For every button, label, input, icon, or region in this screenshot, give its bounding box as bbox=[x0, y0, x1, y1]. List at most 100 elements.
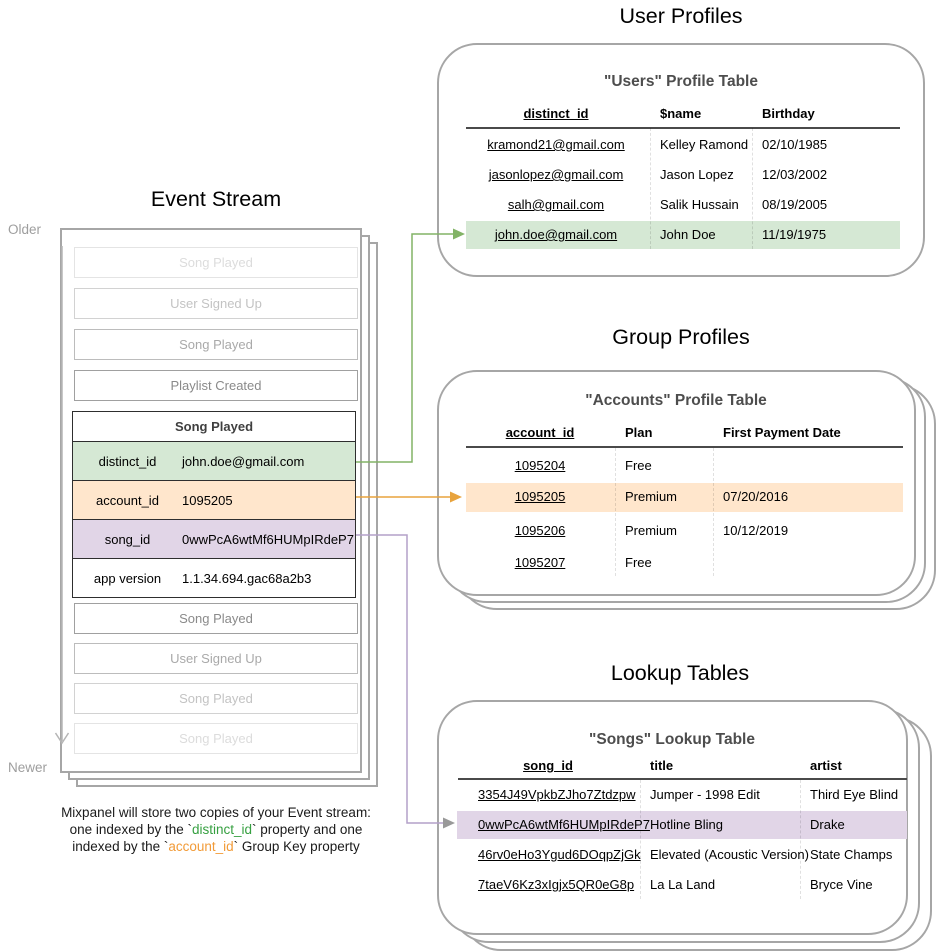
event-box: Song Played bbox=[74, 683, 358, 714]
property-key: app version bbox=[93, 570, 162, 586]
older-label: Older bbox=[8, 222, 42, 237]
songs-song-id: 46rv0eHo3Ygud6DOqpZjGk bbox=[478, 847, 641, 862]
users-column-separator bbox=[752, 128, 753, 249]
accounts-plan: Premium bbox=[625, 523, 678, 538]
event-box: Playlist Created bbox=[74, 370, 358, 401]
users-col-distinct-id: distinct_id bbox=[523, 106, 589, 121]
songs-col-song-id: song_id bbox=[523, 758, 573, 773]
lookup-tables-title: Lookup Tables bbox=[610, 661, 750, 685]
users-row: salh@gmail.com Salik Hussain 08/19/2005 bbox=[437, 191, 925, 219]
caption-line2-pre: one indexed by the ` bbox=[69, 822, 192, 838]
accounts-row: 1095207 Free bbox=[437, 549, 916, 577]
songs-column-separator bbox=[640, 780, 641, 899]
users-name: John Doe bbox=[660, 227, 716, 242]
songs-artist: Bryce Vine bbox=[810, 877, 873, 892]
event-box: Song Played bbox=[74, 247, 358, 278]
users-name: Jason Lopez bbox=[660, 167, 734, 182]
users-distinct-id: jasonlopez@gmail.com bbox=[488, 167, 624, 182]
caption-line3-post: ` Group Key property bbox=[233, 839, 360, 855]
songs-song-id: 7taeV6Kz3xIgjx5QR0eG8p bbox=[478, 877, 635, 892]
songs-artist: Third Eye Blind bbox=[810, 787, 899, 802]
songs-col-artist: artist bbox=[810, 758, 842, 773]
footnote-caption: Mixpanel will store two copies of your E… bbox=[36, 804, 396, 856]
accounts-col-plan: Plan bbox=[625, 425, 653, 440]
event-property-row-account-id: account_id 1095205 bbox=[73, 480, 355, 519]
users-row: kramond21@gmail.com Kelley Ramond 02/10/… bbox=[437, 131, 925, 159]
songs-artist: State Champs bbox=[810, 847, 893, 862]
users-distinct-id: salh@gmail.com bbox=[507, 197, 605, 212]
songs-highlight-row bbox=[457, 811, 907, 839]
users-col-birthday: Birthday bbox=[762, 106, 815, 121]
accounts-plan: Free bbox=[625, 458, 652, 473]
group-profiles-title: Group Profiles bbox=[612, 325, 750, 349]
accounts-date: 10/12/2019 bbox=[723, 523, 789, 538]
caption-account-id: account_id bbox=[168, 839, 234, 855]
event-property-row-song-id: song_id 0wwPcA6wtMf6HUMpIRdeP7 bbox=[73, 519, 355, 558]
songs-header-rule bbox=[458, 778, 907, 780]
songs-col-title: title bbox=[650, 758, 674, 773]
accounts-row: 1095206 Premium 10/12/2019 bbox=[437, 517, 916, 545]
property-value: 1095205 bbox=[182, 492, 233, 508]
property-value: john.doe@gmail.com bbox=[182, 453, 305, 469]
event-box: User Signed Up bbox=[74, 643, 358, 674]
users-table-title: "Users" Profile Table bbox=[604, 73, 758, 90]
users-birthday: 02/10/1985 bbox=[762, 137, 828, 152]
users-header-row: distinct_id $name Birthday bbox=[437, 100, 925, 128]
users-header-rule bbox=[466, 127, 900, 129]
songs-header-row: song_id title artist bbox=[437, 752, 908, 780]
event-box: Song Played bbox=[74, 603, 358, 634]
property-key: distinct_id bbox=[98, 453, 157, 469]
songs-title: Jumper - 1998 Edit bbox=[650, 787, 760, 802]
songs-row: 3354J49VpkbZJho7Ztdzpw Jumper - 1998 Edi… bbox=[437, 781, 908, 809]
accounts-col-account-id: account_id bbox=[505, 425, 575, 440]
users-distinct-id: john.doe@gmail.com bbox=[494, 227, 618, 242]
caption-line1: Mixpanel will store two copies of your E… bbox=[61, 805, 371, 820]
songs-row: 46rv0eHo3Ygud6DOqpZjGk Elevated (Acousti… bbox=[437, 841, 908, 869]
property-value: 1.1.34.694.gac68a2b3 bbox=[182, 570, 312, 586]
users-column-separator bbox=[650, 128, 651, 249]
event-box: User Signed Up bbox=[74, 288, 358, 319]
property-key: account_id bbox=[96, 492, 159, 508]
accounts-table-title: "Accounts" Profile Table bbox=[585, 392, 767, 409]
accounts-account-id: 1095205 bbox=[514, 489, 566, 504]
songs-title: Hotline Bling bbox=[650, 817, 723, 832]
accounts-account-id: 1095206 bbox=[514, 523, 566, 538]
caption-line2-post: ` property and one bbox=[252, 822, 363, 838]
expanded-event-table: Song Played distinct_id john.doe@gmail.c… bbox=[72, 411, 356, 598]
caption-distinct-id: distinct_id bbox=[191, 822, 253, 838]
users-name: Salik Hussain bbox=[660, 197, 739, 212]
accounts-header-row: account_id Plan First Payment Date bbox=[437, 419, 916, 447]
songs-column-separator bbox=[800, 780, 801, 899]
songs-artist: Drake bbox=[810, 817, 845, 832]
users-name: Kelley Ramond bbox=[660, 137, 749, 152]
songs-table-title: "Songs" Lookup Table bbox=[589, 731, 755, 748]
users-row-highlighted: john.doe@gmail.com John Doe 11/19/1975 bbox=[437, 221, 925, 249]
accounts-date: 07/20/2016 bbox=[723, 489, 789, 504]
accounts-column-separator bbox=[713, 448, 714, 576]
accounts-account-id: 1095207 bbox=[514, 555, 566, 570]
songs-title: La La Land bbox=[650, 877, 716, 892]
event-property-row-app-version: app version 1.1.34.694.gac68a2b3 bbox=[73, 558, 355, 597]
property-value: 0wwPcA6wtMf6HUMpIRdeP7 bbox=[182, 531, 354, 547]
accounts-account-id: 1095204 bbox=[514, 458, 566, 473]
accounts-column-separator bbox=[615, 448, 616, 576]
property-key: song_id bbox=[104, 531, 151, 547]
accounts-row-highlighted: 1095205 Premium 07/20/2016 bbox=[437, 483, 916, 511]
songs-song-id: 3354J49VpkbZJho7Ztdzpw bbox=[478, 787, 636, 802]
user-profiles-title: User Profiles bbox=[619, 4, 743, 28]
users-birthday: 12/03/2002 bbox=[762, 167, 828, 182]
users-distinct-id: kramond21@gmail.com bbox=[487, 137, 625, 152]
accounts-header-rule bbox=[466, 446, 903, 448]
users-birthday: 08/19/2005 bbox=[762, 197, 828, 212]
accounts-highlight-row bbox=[466, 483, 903, 512]
accounts-plan: Free bbox=[625, 555, 652, 570]
songs-row-highlighted: 0wwPcA6wtMf6HUMpIRdeP7 Hotline Bling Dra… bbox=[437, 811, 908, 839]
accounts-plan: Premium bbox=[625, 489, 678, 504]
event-box: Song Played bbox=[74, 723, 358, 754]
event-box: Song Played bbox=[74, 329, 358, 360]
songs-song-id: 0wwPcA6wtMf6HUMpIRdeP7 bbox=[478, 817, 650, 832]
users-highlight-row bbox=[466, 221, 900, 249]
event-property-row-distinct-id: distinct_id john.doe@gmail.com bbox=[73, 441, 355, 480]
songs-title: Elevated (Acoustic Version) bbox=[650, 847, 809, 862]
users-col-name: $name bbox=[660, 106, 702, 121]
